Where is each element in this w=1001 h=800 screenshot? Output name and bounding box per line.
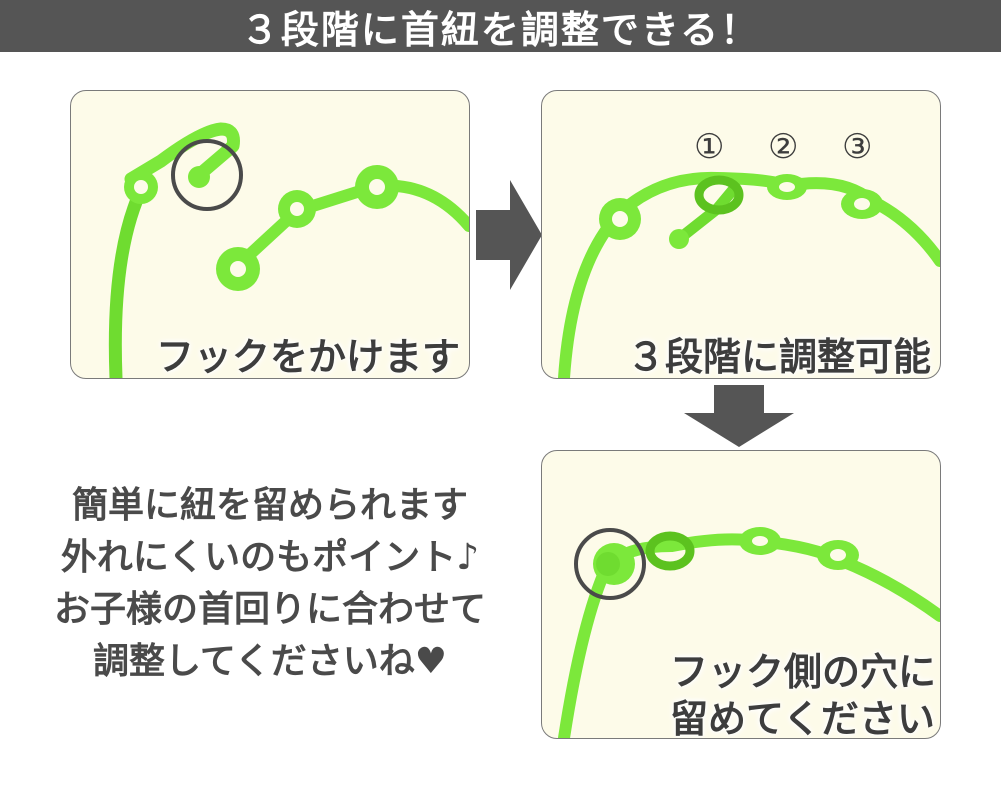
strap-adjust-illustration: [558, 171, 940, 378]
panel-caption-hook: フックをかけます: [156, 335, 461, 379]
panel-adjust: ① ② ③ ３段階に調整可能: [541, 90, 941, 379]
description-line: 調整してくださいね♥: [92, 641, 448, 682]
panel-hook: フックをかけます: [70, 90, 470, 379]
description-line: お子様の首回りに合わせて: [53, 589, 486, 630]
description-line: 外れにくいのもポイント♪: [60, 537, 480, 578]
banner-title: ３段階に首紐を調整できる！: [240, 7, 761, 52]
panel-fasten: フック側の穴に 留めてください: [541, 450, 941, 739]
position-number-2: ②: [768, 127, 799, 167]
arrow-right-icon: [476, 180, 542, 290]
panel-caption-fasten-line1: フック側の穴に: [670, 650, 937, 694]
arrow-down-icon: [684, 385, 794, 447]
title-banner: ３段階に首紐を調整できる！: [0, 0, 1001, 52]
strap-fasten-illustration: [558, 527, 940, 738]
panel-caption-adjust: ３段階に調整可能: [627, 335, 932, 379]
description-text: 簡単に紐を留められます 外れにくいのもポイント♪ お子様の首回りに合わせて 調整…: [30, 480, 510, 688]
panel-caption-fasten-line2: 留めてください: [670, 697, 935, 739]
position-number-3: ③: [842, 127, 873, 167]
description-line: 簡単に紐を留められます: [71, 485, 468, 526]
position-number-1: ①: [694, 127, 725, 167]
strap-hook-illustration: [108, 122, 469, 378]
